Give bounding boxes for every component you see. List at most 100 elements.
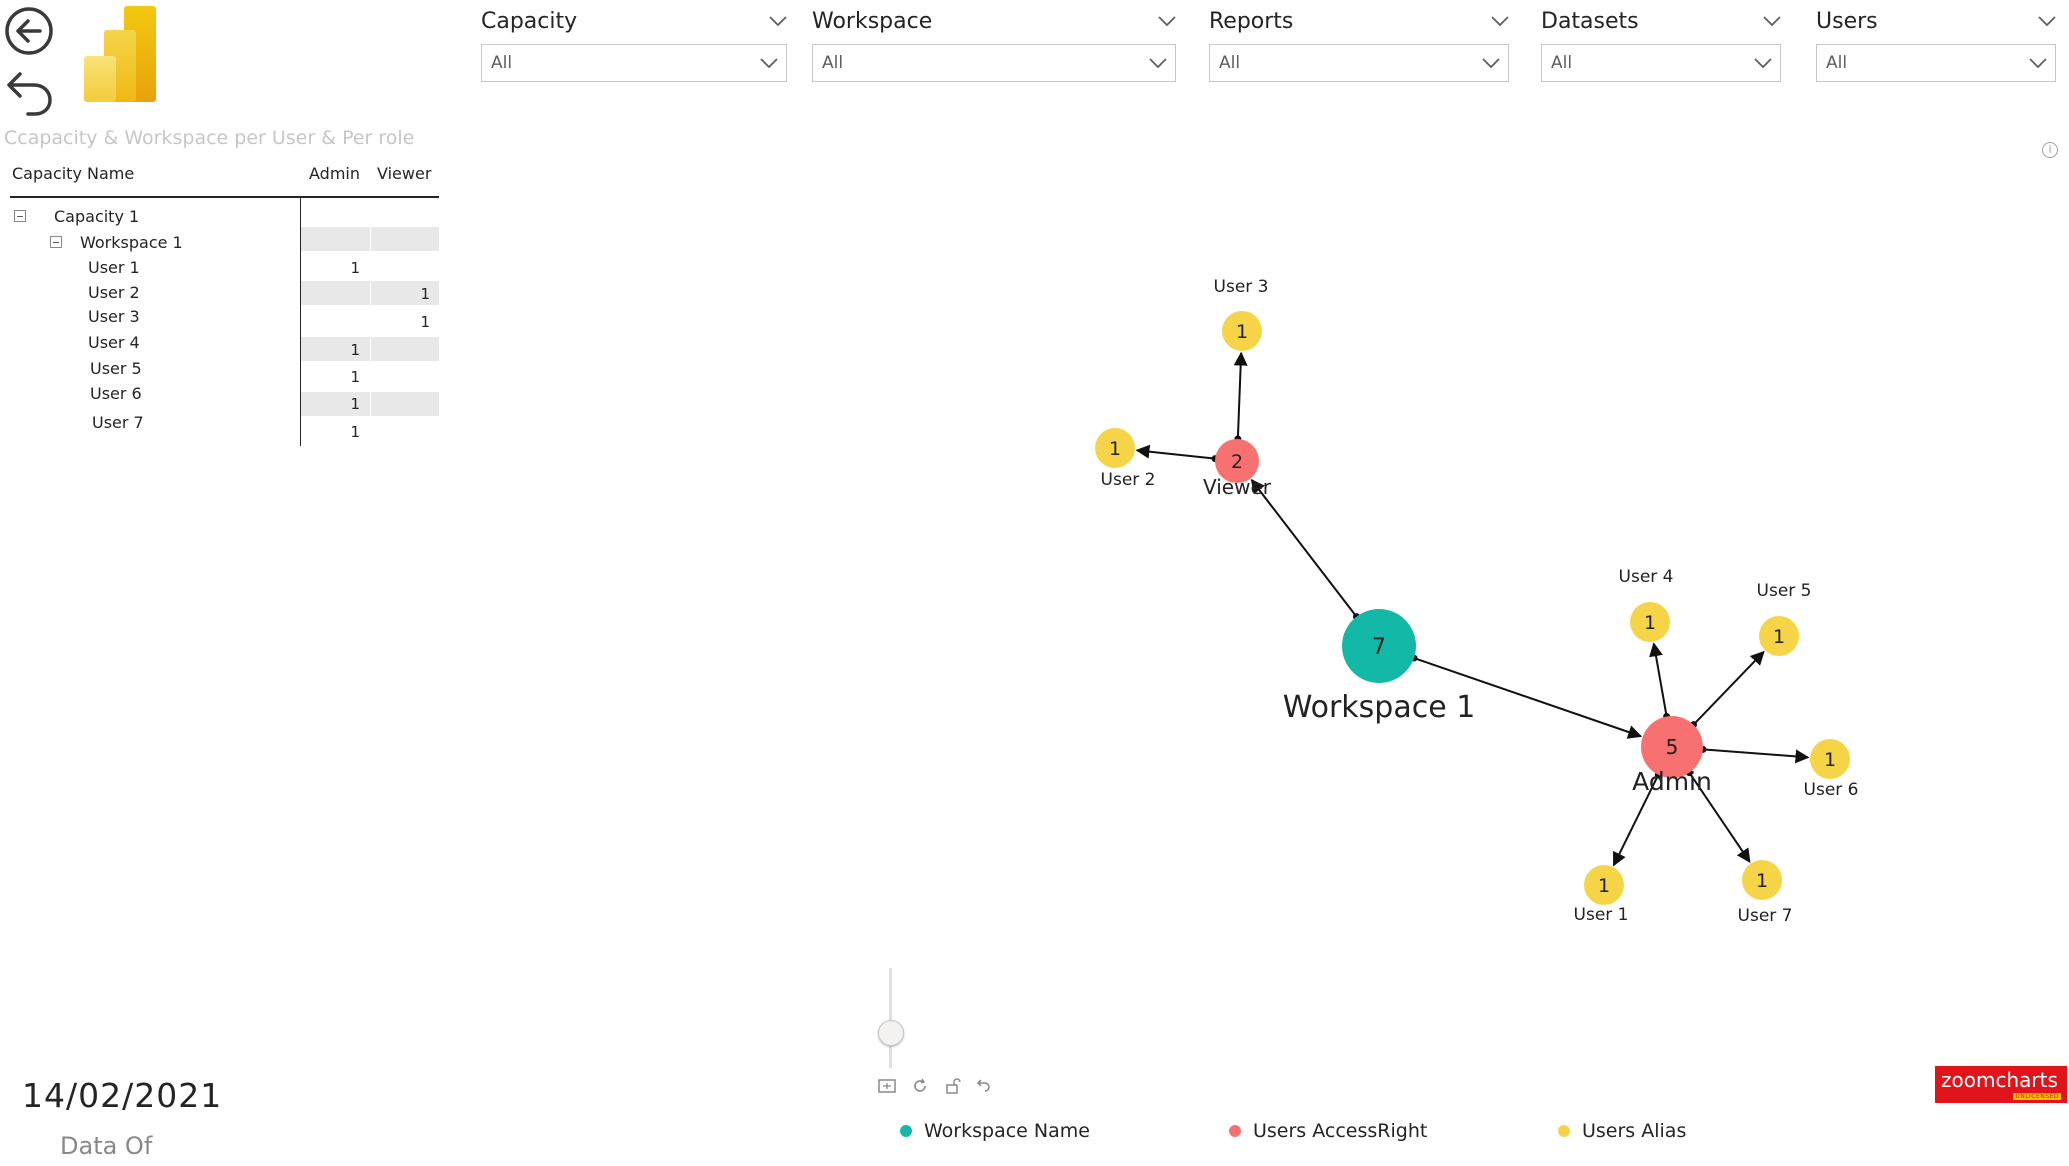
legend-dot: [900, 1125, 912, 1137]
slicer-reports-header[interactable]: Reports: [1209, 6, 1509, 36]
cell-admin: 1: [350, 341, 360, 359]
brand-name: zoomcharts: [1941, 1068, 2058, 1092]
node-value: 1: [1109, 438, 1121, 460]
back-step-button[interactable]: [976, 1078, 992, 1098]
column-header-capacity-name[interactable]: Capacity Name: [12, 164, 135, 183]
node-circle[interactable]: [1810, 739, 1850, 779]
info-icon[interactable]: i: [2042, 142, 2058, 158]
zoom-slider-handle[interactable]: [878, 1020, 904, 1046]
node-circle[interactable]: [1630, 602, 1670, 642]
slicer-reports-dropdown[interactable]: All: [1209, 44, 1509, 82]
slicer-users-header[interactable]: Users: [1816, 6, 2056, 36]
legend-dot: [1229, 1125, 1241, 1137]
node-value: 1: [1773, 626, 1785, 648]
slicer-value: All: [1551, 53, 1573, 73]
header-divider: [10, 196, 439, 198]
cell-divider: [370, 392, 371, 416]
node-u3[interactable]: 1 User 3: [1214, 277, 1269, 351]
slicer-capacity-dropdown[interactable]: All: [481, 44, 787, 82]
slicer-title: Reports: [1209, 8, 1294, 34]
node-circle[interactable]: [1215, 439, 1259, 483]
legend-item-alias[interactable]: Users Alias: [1558, 1120, 1686, 1142]
brand-tag: UNLICENSED: [2013, 1093, 2061, 1100]
node-circle[interactable]: [1742, 860, 1782, 900]
row-user-label: User 3: [88, 307, 140, 326]
zoomcharts-logo[interactable]: zoomcharts UNLICENSED: [1935, 1066, 2067, 1103]
cell-viewer: 1: [420, 285, 430, 303]
legend-item-workspace[interactable]: Workspace Name: [900, 1120, 1090, 1142]
back-button[interactable]: [4, 6, 54, 56]
slicer-title: Workspace: [812, 8, 933, 34]
slicer-workspace-dropdown[interactable]: All: [812, 44, 1176, 82]
node-circle[interactable]: [1584, 865, 1624, 905]
node-label: User 3: [1214, 277, 1269, 297]
slicer-datasets-dropdown[interactable]: All: [1541, 44, 1781, 82]
legend-label: Workspace Name: [924, 1120, 1090, 1142]
slicer-capacity: Capacity All: [481, 0, 787, 90]
node-label: Admin: [1632, 767, 1712, 796]
slicer-workspace: Workspace All: [812, 0, 1176, 90]
slicer-value: All: [1826, 53, 1848, 73]
column-divider: [300, 196, 301, 446]
node-circle[interactable]: [1342, 609, 1416, 683]
collapse-workspace-toggle[interactable]: [50, 236, 62, 248]
cell-admin: 1: [350, 423, 360, 441]
data-date-value: 14/02/2021: [22, 1076, 223, 1115]
link-ws1-viewer: [1250, 478, 1358, 618]
undo-icon: [7, 72, 52, 116]
legend-item-access[interactable]: Users AccessRight: [1229, 1120, 1427, 1142]
row-user-label: User 2: [88, 283, 140, 302]
node-circle[interactable]: [1759, 616, 1799, 656]
node-circle[interactable]: [1095, 428, 1135, 468]
cell-admin: 1: [350, 395, 360, 413]
link-admin-u1: [1612, 774, 1660, 867]
node-label: User 7: [1738, 906, 1793, 926]
slicer-value: All: [1219, 53, 1241, 73]
column-header-viewer[interactable]: Viewer: [377, 164, 432, 183]
node-circle[interactable]: [1641, 716, 1703, 778]
row-user-label: User 7: [92, 413, 144, 432]
cell-admin: 1: [350, 259, 360, 277]
slicer-datasets-header[interactable]: Datasets: [1541, 6, 1781, 36]
node-label: User 5: [1757, 581, 1812, 601]
cell-divider: [370, 337, 371, 361]
node-circle[interactable]: [1222, 311, 1262, 351]
column-header-admin[interactable]: Admin: [309, 164, 360, 183]
slicer-users: Users All: [1816, 0, 2056, 90]
slicer-workspace-header[interactable]: Workspace: [812, 6, 1176, 36]
row-workspace-label: Workspace 1: [80, 233, 183, 252]
refresh-icon: [914, 1078, 926, 1092]
matrix-table: Capacity Name Admin Viewer Capacity 1 Wo…: [0, 160, 440, 446]
node-label: User 6: [1804, 780, 1859, 800]
node-u5[interactable]: 1 User 5: [1757, 581, 1812, 656]
row-user-label: User 5: [90, 359, 142, 378]
slicer-capacity-header[interactable]: Capacity: [481, 6, 787, 36]
collapse-capacity-toggle[interactable]: [14, 210, 26, 222]
slicer-users-dropdown[interactable]: All: [1816, 44, 2056, 82]
node-label: User 1: [1574, 905, 1629, 925]
node-label: Viewer: [1203, 475, 1272, 499]
cell-viewer: 1: [420, 313, 430, 331]
refresh-button[interactable]: [912, 1078, 928, 1098]
slicer-title: Users: [1816, 8, 1878, 34]
node-value: 1: [1236, 321, 1248, 343]
link-admin-u4: [1649, 642, 1668, 717]
lock-button[interactable]: [945, 1078, 961, 1098]
zoom-slider-track[interactable]: [889, 968, 892, 1068]
slicer-value: All: [822, 53, 844, 73]
node-value: 5: [1666, 735, 1679, 759]
node-value: 1: [1598, 875, 1610, 897]
chevron-down-icon: [1482, 58, 1500, 68]
undo-button[interactable]: [4, 66, 54, 118]
row-user-label: User 6: [90, 384, 142, 403]
fit-to-screen-button[interactable]: [878, 1078, 896, 1098]
